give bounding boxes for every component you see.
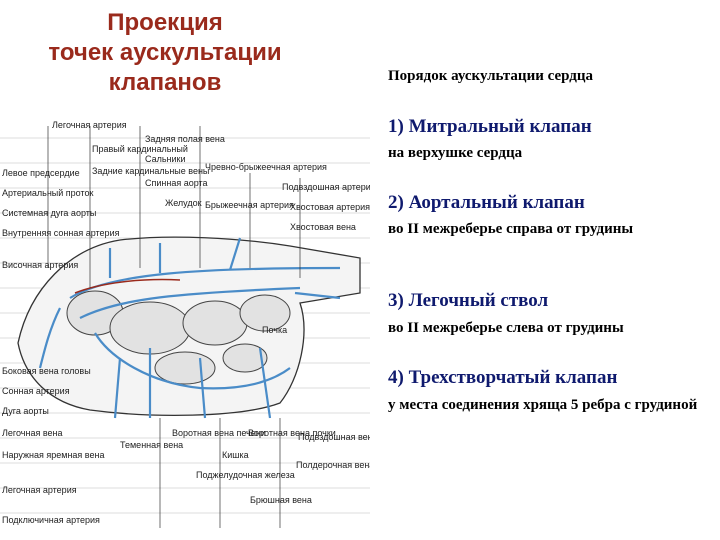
valve-2-location: во II межреберье справа от грудины — [388, 221, 634, 237]
figure-label-bottom-5: Подвздошная вена — [298, 432, 370, 442]
auscultation-panel: Порядок аускультации сердца 1) Митральны… — [388, 0, 720, 540]
figure-label-left-3: Системная дуга аорты — [2, 208, 96, 218]
valve-4-location: у места соединения хряща 5 ребра с груди… — [388, 397, 698, 413]
figure-label-top-7: Брыжеечная артерия — [205, 200, 294, 210]
valve-2-name: 2) Аортальный клапан — [388, 192, 585, 213]
figure-label-bottom-8: Почка — [262, 325, 287, 335]
intestine-shape — [182, 300, 248, 346]
figure-label-bottom-6: Полдерочная вена — [296, 460, 370, 470]
figure-label-bottom-1: Воротная вена печени — [172, 428, 266, 438]
figure-label-top-10: Хвостовая вена — [290, 222, 356, 232]
figure-label-left-5: Височная артерия — [2, 260, 78, 270]
title-line-1: Проекция — [107, 9, 223, 36]
figure-label-top-1: Сальники — [145, 154, 186, 164]
figure-label-left-9: Легочная вена — [2, 428, 63, 438]
figure-label-bottom-7: Брюшная вена — [250, 495, 312, 505]
figure-label-top-8: Подвздошная артерия — [282, 182, 370, 192]
valve-4-name: 4) Трехстворчатый клапан — [388, 367, 618, 388]
figure-label-left-2: Артериальный проток — [2, 188, 93, 198]
figure-label-bottom-0: Теменная вена — [120, 440, 183, 450]
figure-label-top-6: Чревно-брыжеечная артерия — [205, 162, 327, 172]
figure-label-left-8: Дуга аорты — [2, 406, 49, 416]
valve-3-name: 3) Легочный ствол — [388, 290, 549, 311]
title-line-2: точек аускультации — [48, 39, 282, 66]
figure-label-left-4: Внутренняя сонная артерия — [2, 228, 120, 238]
figure-label-left-1: Левое предсердие — [2, 168, 80, 178]
figure-label-left-11: Легочная артерия — [2, 485, 77, 495]
order-heading: Порядок аускультации сердца — [388, 68, 593, 84]
figure-label-bottom-4: Воротная вена почки — [248, 428, 336, 438]
figure-label-left-12: Подключичная артерия — [2, 515, 100, 525]
figure-label-bottom-2: Поджелудочная железа — [196, 470, 295, 480]
anatomy-diagram: Легочная артерия Левое предсердие Артери… — [0, 120, 370, 528]
figure-label-left-0: Легочная артерия — [52, 120, 127, 130]
figure-label-bottom-3: Кишка — [222, 450, 249, 460]
figure-label-top-5: Желудок — [165, 198, 202, 208]
figure-label-top-9: Хвостовая артерия — [290, 202, 370, 212]
figure-label-top-3: Задние кардинальные вены — [92, 166, 209, 176]
figure-label-left-7: Сонная артерия — [2, 386, 70, 396]
figure-label-left-6: Боковая вена головы — [2, 366, 91, 376]
title-line-3: клапанов — [108, 69, 222, 96]
slide-title: Проекция точек аускультации клапанов — [0, 8, 330, 98]
kidney-shape — [239, 294, 291, 332]
figure-label-left-10: Наружная яремная вена — [2, 450, 104, 460]
figure-label-top-0: Задняя полая вена — [145, 134, 225, 144]
valve-3-location: во II межреберье слева от грудины — [388, 320, 624, 336]
figure-label-top-4: Спинная аорта — [145, 178, 208, 188]
valve-1-name: 1) Митральный клапан — [388, 116, 592, 137]
valve-1-location: на верхушке сердца — [388, 145, 523, 161]
figure-label-top-2: Правый кардинальный — [92, 144, 188, 154]
liver-shape — [109, 301, 191, 355]
